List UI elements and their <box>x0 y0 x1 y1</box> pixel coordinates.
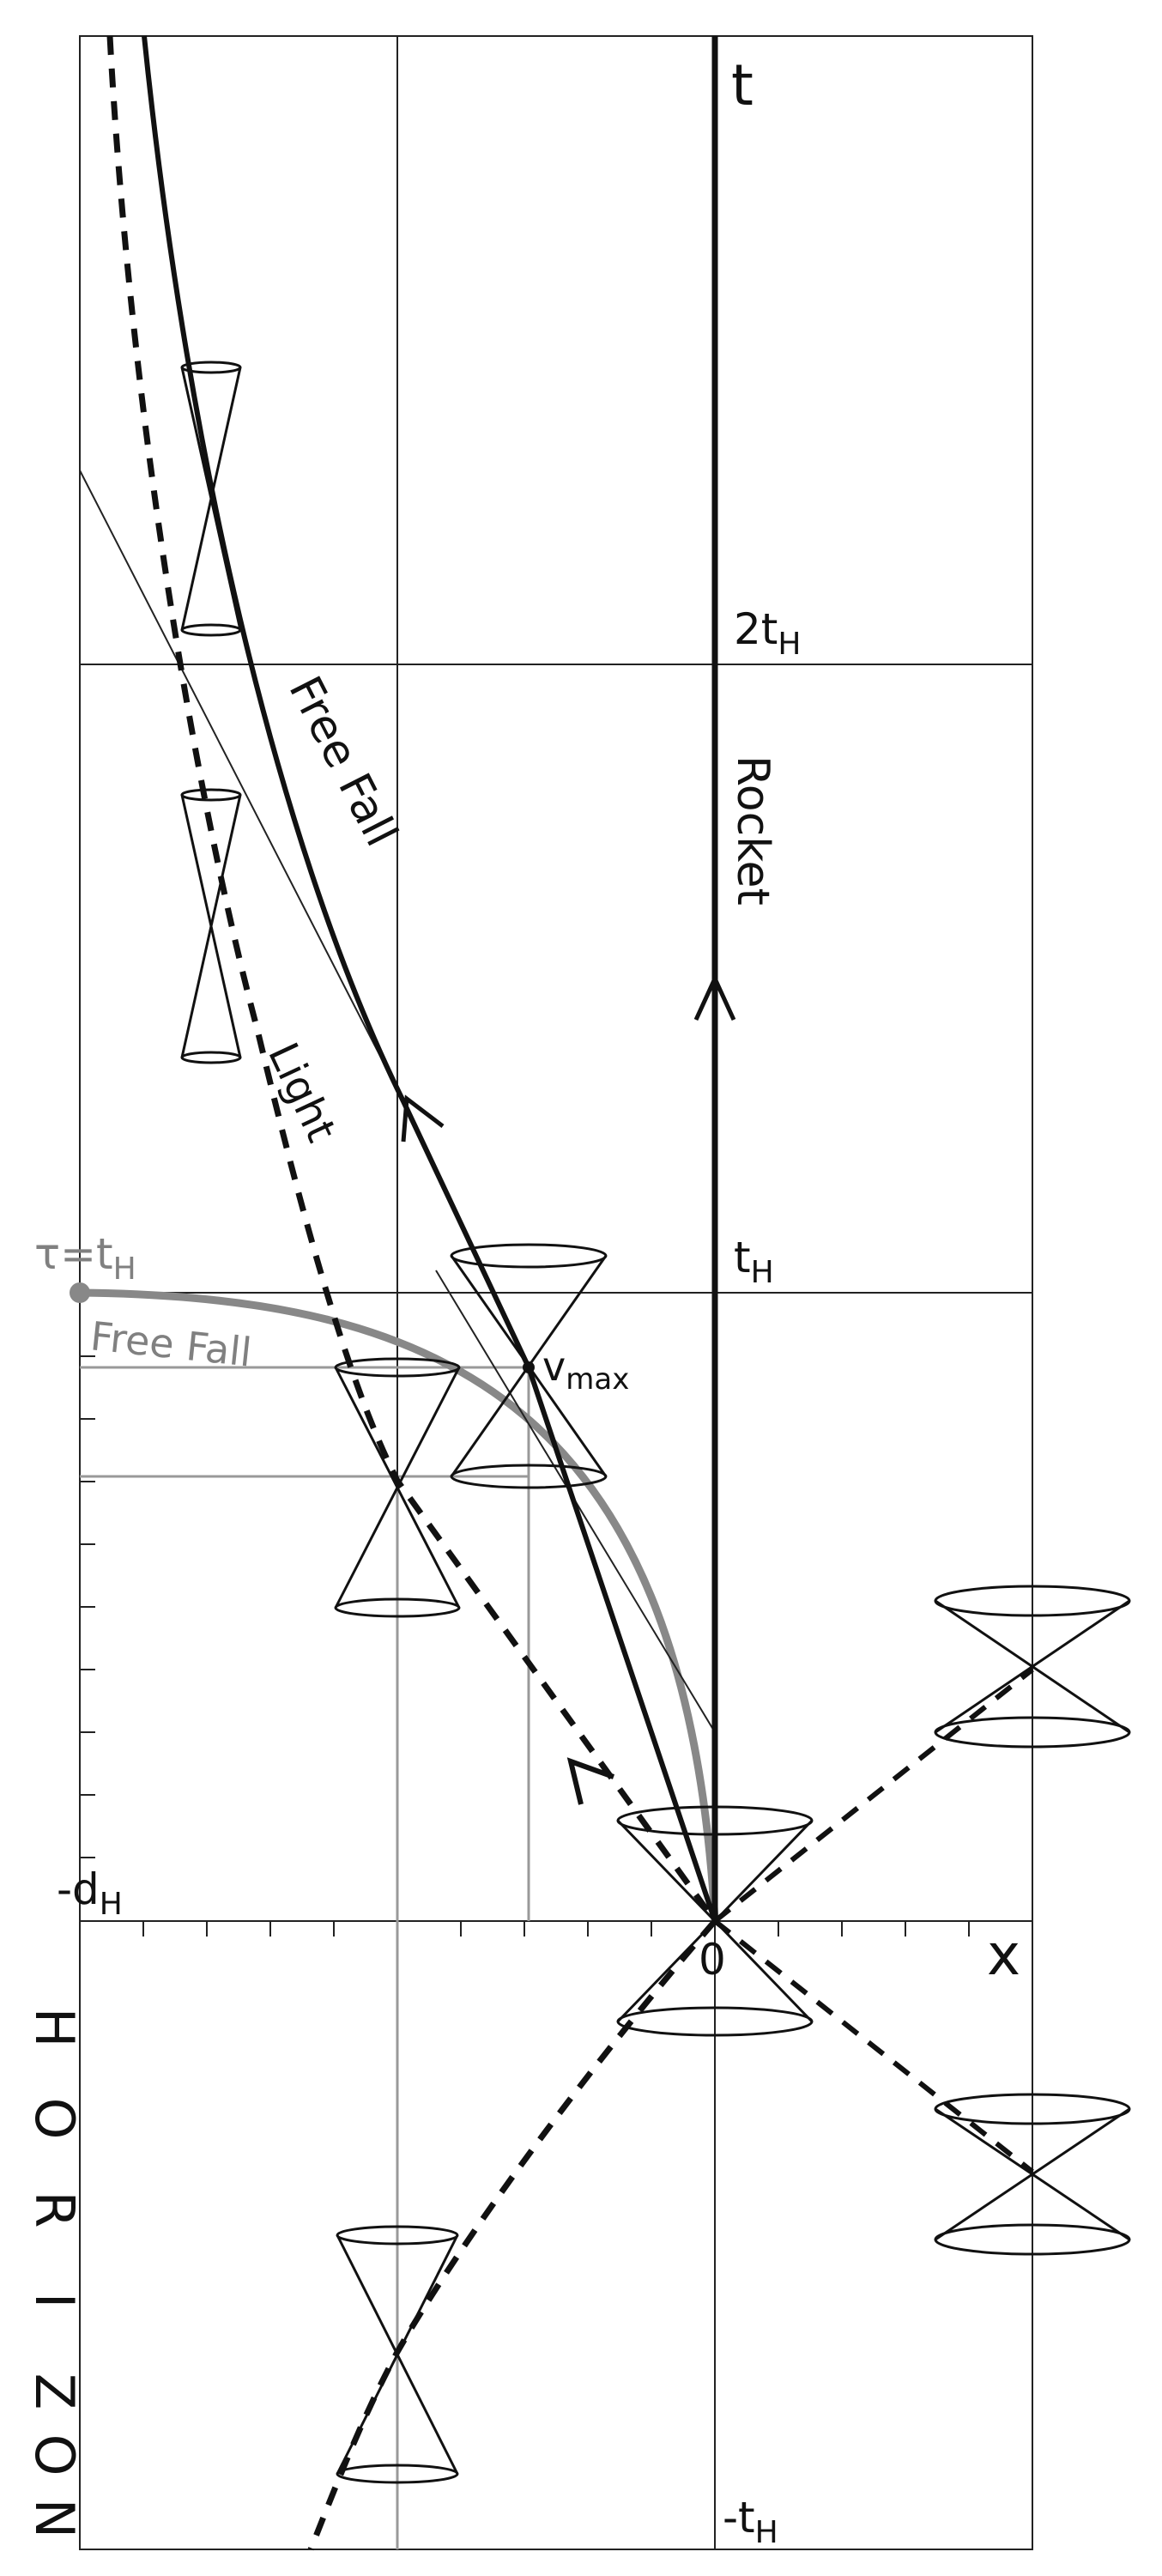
time-marker-minus-th: -tH <box>723 2493 778 2550</box>
x-axis-ticks <box>142 1921 970 1937</box>
svg-text:N: N <box>23 2499 86 2538</box>
light-cone <box>336 2225 459 2484</box>
light-cone <box>180 361 242 637</box>
svg-text:O: O <box>23 2434 86 2476</box>
rocket-label: Rocket <box>727 755 778 906</box>
black-free-fall-curve <box>142 35 717 1922</box>
vmax-label: vmax <box>542 1343 629 1397</box>
t-axis-label: t <box>731 52 753 118</box>
time-marker-th: tH <box>734 1233 774 1290</box>
gray-reference-lines <box>80 1366 530 2549</box>
past-light-curve <box>307 1918 717 2551</box>
svg-text:Z: Z <box>23 2373 86 2409</box>
svg-text:R: R <box>23 2191 86 2227</box>
svg-text:H: H <box>23 2008 86 2048</box>
tau-dot <box>70 1282 90 1303</box>
distance-marker-dh: -dH <box>57 1864 123 1922</box>
light-cone <box>934 1585 1131 1749</box>
free-fall-arrow-icon <box>401 1094 445 1143</box>
light-cone <box>934 2093 1131 2256</box>
light-worldline <box>106 35 717 1924</box>
vmax-dot <box>523 1361 535 1373</box>
horizon-label: H O R I Z O N <box>23 2008 86 2539</box>
svg-text:I: I <box>23 2293 86 2308</box>
grid <box>79 35 1033 2550</box>
time-marker-2th: 2tH <box>734 604 802 662</box>
origin-null-lines <box>713 1667 1034 2174</box>
tangent-line-top <box>79 470 404 1102</box>
light-label: Light <box>258 1035 345 1149</box>
light-cone <box>334 1357 461 1618</box>
origin-label: 0 <box>699 1935 726 1985</box>
x-axis-label: x <box>987 1922 1020 1988</box>
tau-marker: τ=tH <box>34 1229 136 1287</box>
rocket-arrow-icon <box>693 973 736 1021</box>
light-arrow-icon <box>566 1757 615 1805</box>
light-cones <box>180 361 1131 2484</box>
left-edge-ticks <box>80 1355 95 1858</box>
svg-text:O: O <box>23 2098 86 2140</box>
light-cone <box>616 1805 814 2037</box>
light-cone <box>180 788 242 1064</box>
